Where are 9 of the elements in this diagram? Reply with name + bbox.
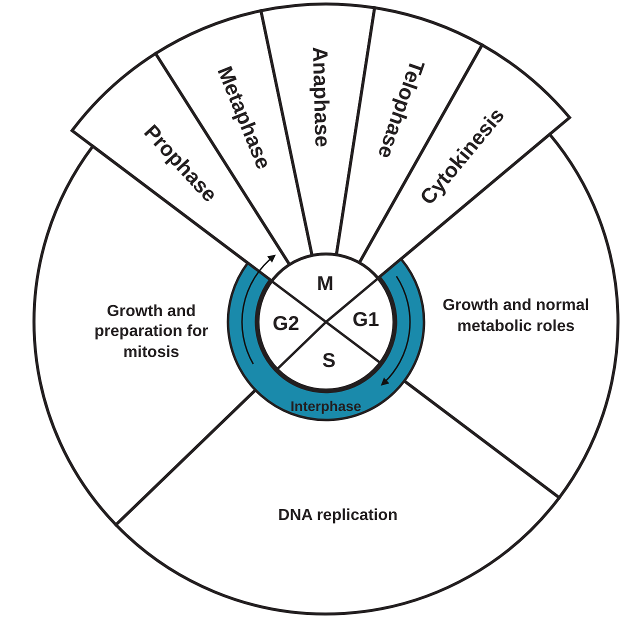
band-label: Interphase: [290, 398, 362, 414]
phase-label: Anaphase: [306, 46, 334, 148]
phase-letter: G1: [352, 309, 380, 332]
sector-label: DNA replication: [228, 506, 448, 527]
sector-label: Growth and preparation for mitosis: [66, 302, 236, 364]
phase-letter: G2: [272, 313, 300, 336]
phase-letter: M: [316, 272, 334, 296]
sector-label: Growth and normal metabolic roles: [440, 296, 591, 338]
phase-letter: S: [322, 350, 336, 374]
